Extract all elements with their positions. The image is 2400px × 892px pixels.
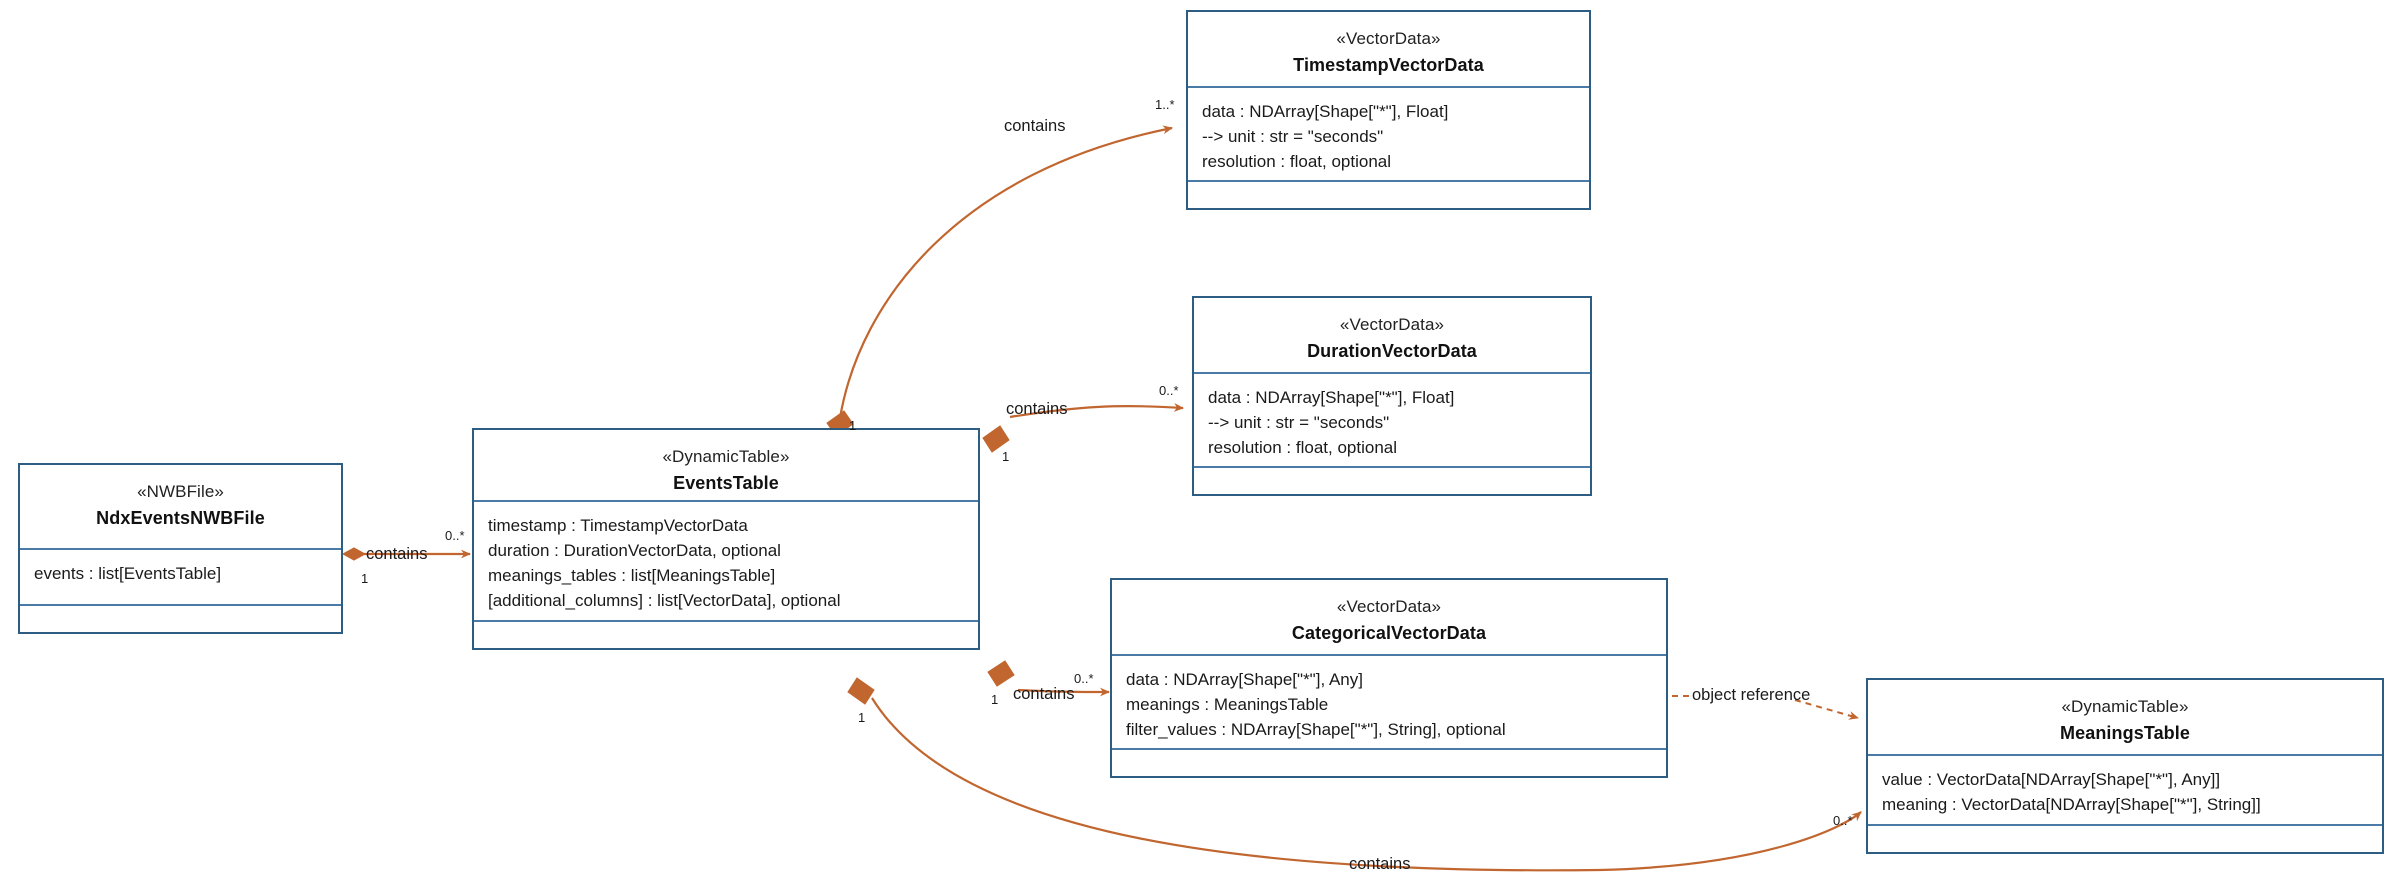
class-box-ndx-events-nwbfile[interactable]: «NWBFile» NdxEventsNWBFile events : list…	[18, 463, 343, 635]
class-attribute: events : list[EventsTable]	[34, 564, 222, 584]
edge-label-events-to-meanings: contains	[1349, 855, 1411, 873]
class-name: MeaningsTable	[2060, 722, 2190, 743]
edge-label-categorical-to-meanings: object reference	[1692, 686, 1811, 704]
edge-label-events-to-duration: contains	[1006, 400, 1068, 418]
class-attributes: data : NDArray[Shape["*"], Any] meanings…	[1112, 656, 1666, 750]
class-operations	[1194, 468, 1590, 494]
edge-events-to-duration	[982, 403, 1184, 453]
class-operations	[1112, 750, 1666, 776]
class-header: «NWBFile» NdxEventsNWBFile	[20, 465, 341, 551]
class-box-categorical-vector-data[interactable]: «VectorData» CategoricalVectorData data …	[1110, 578, 1668, 778]
edge-categorical-to-meanings	[1672, 695, 1859, 720]
class-stereotype: «DynamicTable»	[2061, 697, 2189, 716]
edge-events-to-meanings	[847, 677, 1862, 872]
class-attribute: data : NDArray[Shape["*"], Float]	[1208, 388, 1455, 407]
edge-events-to-categorical	[987, 660, 1110, 697]
class-stereotype: «NWBFile»	[137, 482, 224, 501]
class-header: «DynamicTable» MeaningsTable	[1868, 680, 2382, 756]
edge-label-nwbfile-to-events: contains	[366, 545, 428, 563]
class-stereotype: «VectorData»	[1336, 597, 1442, 616]
class-name: DurationVectorData	[1307, 340, 1477, 361]
class-attributes: value : VectorData[NDArray[Shape["*"], A…	[1868, 756, 2382, 826]
class-operations	[20, 606, 341, 632]
class-attribute: resolution : float, optional	[1202, 152, 1392, 171]
composition-diamond	[982, 425, 1010, 453]
edge-label-events-to-timestamp: contains	[1004, 117, 1066, 135]
class-header: «DynamicTable» EventsTable	[474, 430, 978, 502]
class-name: TimestampVectorData	[1293, 54, 1484, 75]
class-header: «VectorData» DurationVectorData	[1194, 298, 1590, 374]
class-attribute: meanings : MeaningsTable	[1126, 695, 1329, 714]
class-operations	[1188, 182, 1589, 208]
class-box-events-table[interactable]: «DynamicTable» EventsTable timestamp : T…	[472, 428, 980, 650]
class-stereotype: «VectorData»	[1339, 315, 1445, 334]
class-stereotype: «VectorData»	[1336, 29, 1441, 48]
class-attributes: data : NDArray[Shape["*"], Float] --> un…	[1188, 88, 1589, 182]
class-attribute: filter_values : NDArray[Shape["*"], Stri…	[1126, 720, 1506, 739]
class-attribute: --> unit : str = "seconds"	[1208, 413, 1390, 432]
composition-diamond	[341, 547, 367, 561]
class-box-meanings-table[interactable]: «DynamicTable» MeaningsTable value : Vec…	[1866, 678, 2384, 854]
edge-target-mult-events-to-timestamp: 1..*	[1155, 97, 1175, 112]
class-attribute: timestamp : TimestampVectorData	[488, 516, 748, 535]
edge-nwbfile-to-events	[341, 547, 471, 561]
class-operations	[474, 622, 978, 648]
edge-target-mult-nwbfile-to-events: 0..*	[445, 528, 465, 543]
class-stereotype: «DynamicTable»	[662, 447, 790, 466]
composition-diamond	[987, 660, 1015, 687]
class-box-timestamp-vector-data[interactable]: «VectorData» TimestampVectorData data : …	[1186, 10, 1591, 210]
edge-source-mult-events-to-categorical: 1	[991, 692, 999, 707]
class-name: CategoricalVectorData	[1291, 622, 1487, 643]
class-attribute: [additional_columns] : list[VectorData],…	[488, 591, 841, 610]
composition-diamond	[847, 677, 875, 705]
edge-events-to-timestamp	[826, 125, 1173, 437]
class-header: «VectorData» CategoricalVectorData	[1112, 580, 1666, 656]
class-box-duration-vector-data[interactable]: «VectorData» DurationVectorData data : N…	[1192, 296, 1592, 496]
class-attribute: value : VectorData[NDArray[Shape["*"], A…	[1882, 770, 2221, 789]
class-attribute: --> unit : str = "seconds"	[1202, 127, 1384, 146]
edge-source-mult-nwbfile-to-events: 1	[361, 571, 369, 586]
edge-source-mult-events-to-meanings: 1	[858, 710, 866, 725]
edge-source-mult-events-to-duration: 1	[1002, 449, 1010, 464]
edge-target-mult-events-to-categorical: 0..*	[1074, 671, 1094, 686]
class-attribute: data : NDArray[Shape["*"], Any]	[1126, 670, 1363, 689]
class-header: «VectorData» TimestampVectorData	[1188, 12, 1589, 88]
class-attribute: duration : DurationVectorData, optional	[488, 541, 781, 560]
class-attribute: resolution : float, optional	[1208, 438, 1398, 457]
class-operations	[1868, 826, 2382, 852]
class-attributes: timestamp : TimestampVectorData duration…	[474, 502, 978, 622]
class-name: EventsTable	[673, 472, 779, 493]
edge-label-events-to-categorical: contains	[1013, 685, 1075, 703]
class-attribute: data : NDArray[Shape["*"], Float]	[1202, 102, 1449, 121]
class-attributes: events : list[EventsTable]	[20, 550, 341, 607]
class-name: NdxEventsNWBFile	[96, 507, 265, 528]
edge-source-mult-events-to-timestamp: 1	[849, 418, 857, 433]
class-attribute: meanings_tables : list[MeaningsTable]	[488, 566, 776, 585]
edge-target-mult-events-to-duration: 0..*	[1159, 383, 1179, 398]
edge-target-mult-events-to-meanings: 0..*	[1833, 813, 1853, 828]
class-attributes: data : NDArray[Shape["*"], Float] --> un…	[1194, 374, 1590, 468]
class-attribute: meaning : VectorData[NDArray[Shape["*"],…	[1882, 795, 2261, 814]
